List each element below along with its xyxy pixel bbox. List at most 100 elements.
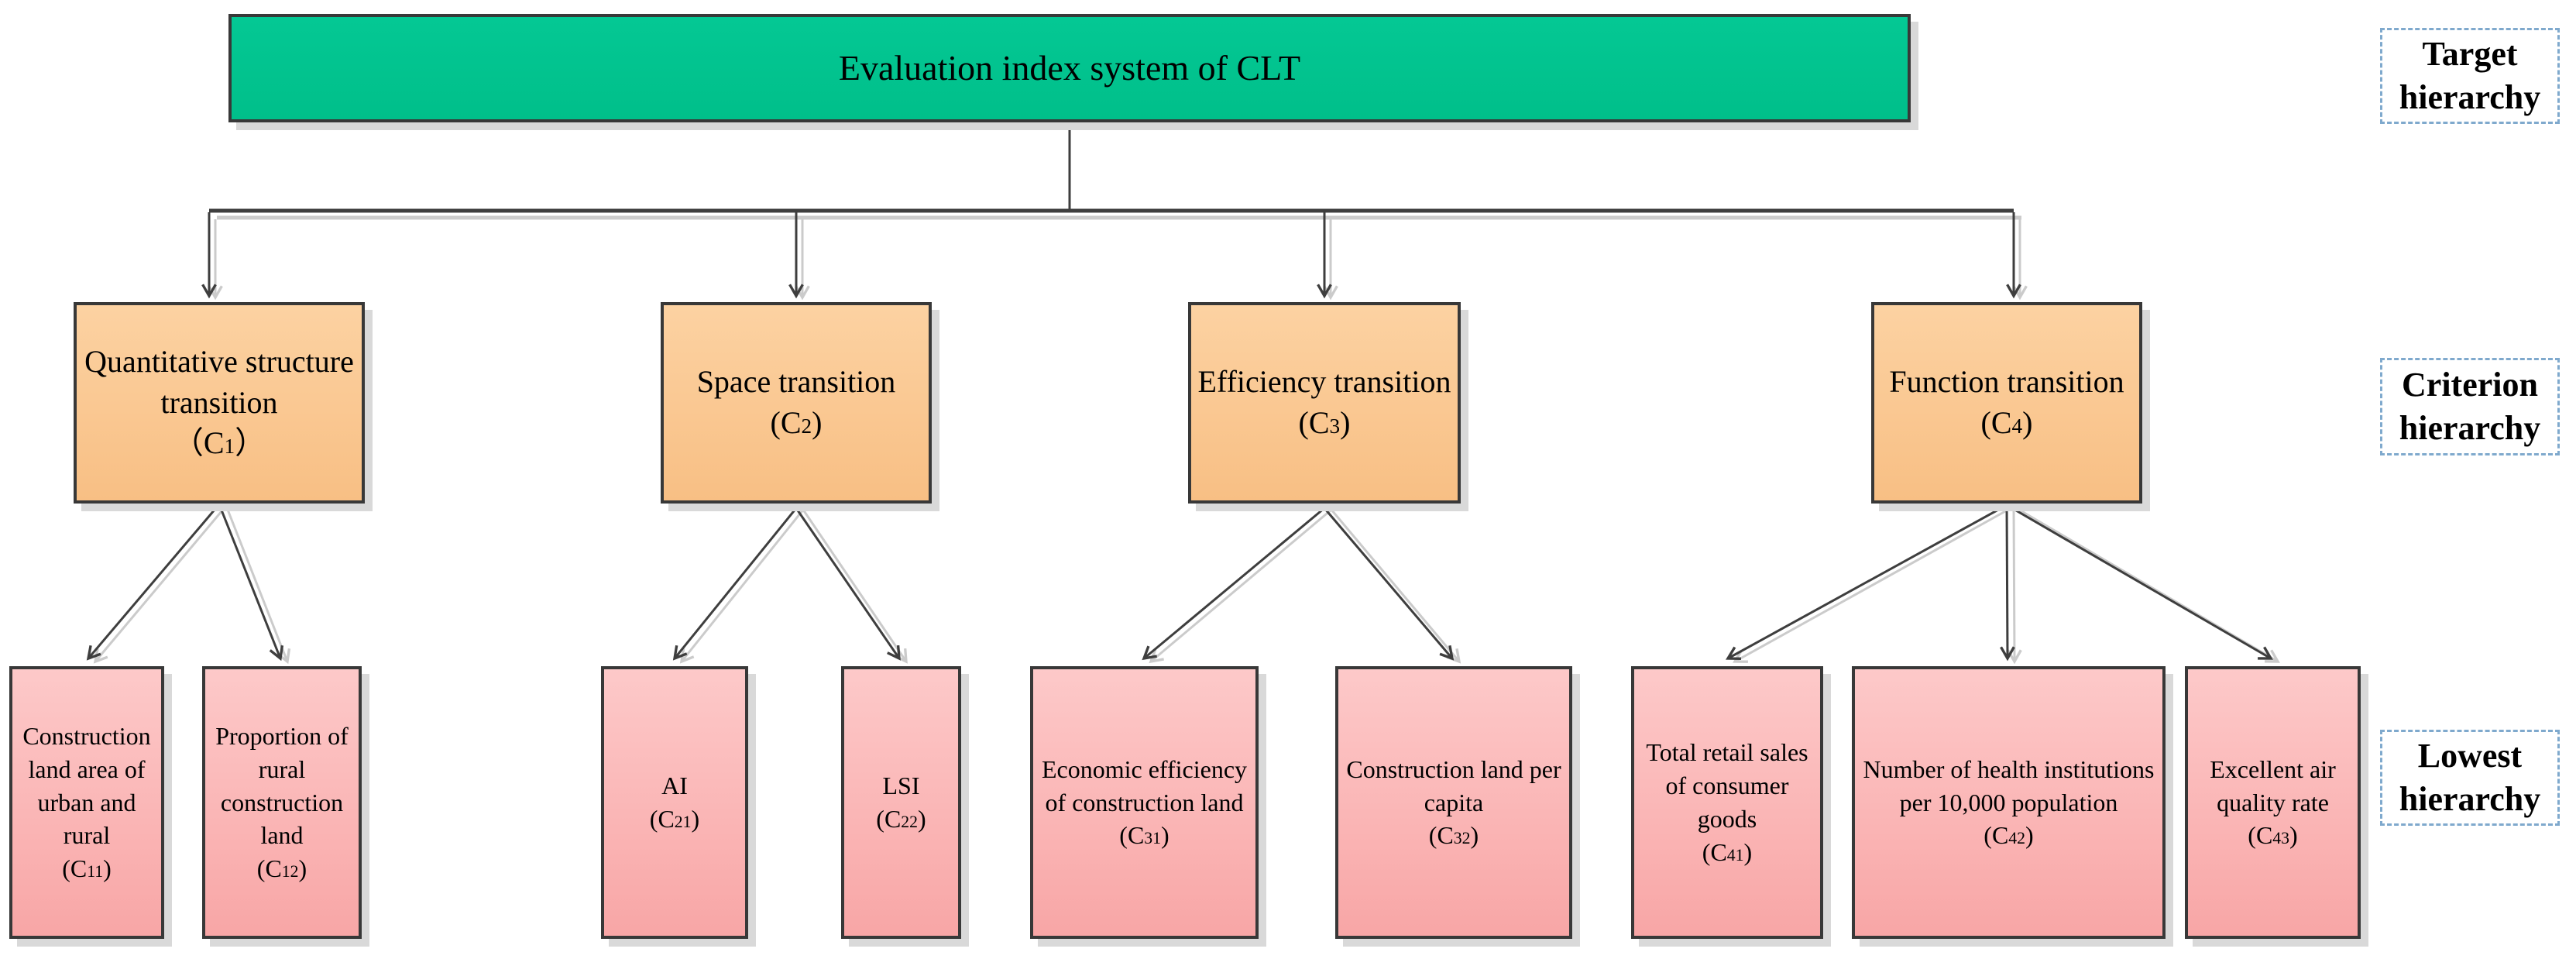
code-close: ) xyxy=(1470,821,1479,850)
code-close: ) xyxy=(691,805,700,833)
criterion-code: (C3) xyxy=(1196,403,1453,444)
code-close: ) xyxy=(2022,405,2033,440)
criterion-text: Space transition(C2) xyxy=(668,362,924,444)
criterion-text: Efficiency transition(C3) xyxy=(1196,362,1453,444)
code-open: ( xyxy=(1428,821,1437,850)
level1-connectors xyxy=(201,126,2021,299)
code-close: ） xyxy=(235,425,266,461)
indicator-box-c22: LSI (C22) xyxy=(841,666,961,939)
code-letter: C xyxy=(70,854,88,883)
indicator-label: AI xyxy=(661,772,688,800)
indicator-text: Proportion of rural construction land(C1… xyxy=(210,720,354,885)
code-sub: 22 xyxy=(901,813,919,831)
indicator-text: Construction land area of urban and rura… xyxy=(17,720,156,885)
indicator-label: Economic efficiency of construction land xyxy=(1041,754,1248,816)
code-letter: C xyxy=(658,805,675,833)
lowest-hierarchy-label: Lowest hierarchy xyxy=(2380,730,2560,826)
indicator-box-c41: Total retail sales of consumer goods(C41… xyxy=(1631,666,1823,939)
indicator-box-c32: Construction land per capita(C32) xyxy=(1335,666,1572,939)
code-sub: 43 xyxy=(2272,829,2290,848)
indicator-code: (C32) xyxy=(1343,819,1564,852)
code-sub: 2 xyxy=(801,414,812,438)
code-close: ) xyxy=(2289,821,2298,850)
indicator-code: (C22) xyxy=(849,803,953,836)
code-open: ( xyxy=(2248,821,2256,850)
indicator-label: Construction land per capita xyxy=(1346,754,1561,816)
indicator-label: Proportion of rural construction land xyxy=(215,721,349,850)
indicator-label: Number of health institutions per 10,000… xyxy=(1863,754,2155,816)
code-sub: 11 xyxy=(87,862,104,882)
code-letter: C xyxy=(1991,821,2009,850)
criterion-text: Quantitative structure transition（C1） xyxy=(81,342,357,464)
code-letter: C xyxy=(1127,821,1145,850)
indicator-code: (C21) xyxy=(609,803,740,836)
criterion-box-c4: Function transition(C4) xyxy=(1871,302,2142,504)
indicator-code: (C43) xyxy=(2193,819,2353,852)
indicator-box-c31: Economic efficiency of construction land… xyxy=(1030,666,1259,939)
criterion-box-c3: Efficiency transition(C3) xyxy=(1188,302,1461,504)
indicator-text: Number of health institutions per 10,000… xyxy=(1860,753,2158,853)
indicator-box-c11: Construction land area of urban and rura… xyxy=(9,666,164,939)
criterion-code: (C4) xyxy=(1879,403,2135,444)
code-close: ) xyxy=(103,854,112,883)
code-open: ( xyxy=(1298,405,1309,440)
code-open: ( xyxy=(649,805,658,833)
code-letter: C xyxy=(1437,821,1454,850)
indicator-text: LSI (C22) xyxy=(849,769,953,836)
code-sub: 42 xyxy=(2008,829,2026,848)
target-box: Evaluation index system of CLT xyxy=(228,14,1911,122)
indicator-box-c43: Excellent air quality rate(C43) xyxy=(2185,666,2361,939)
target-box-title: Evaluation index system of CLT xyxy=(838,48,1301,88)
indicator-text: AI (C21) xyxy=(609,769,740,836)
criterion-label: Quantitative structure transition xyxy=(84,343,354,420)
criterion-code: （C1） xyxy=(81,423,357,464)
indicator-code: (C11) xyxy=(17,852,156,885)
code-sub: 3 xyxy=(1329,414,1341,438)
criterion-label: Function transition xyxy=(1889,364,2124,400)
indicator-text: Construction land per capita(C32) xyxy=(1343,753,1564,853)
code-sub: 4 xyxy=(2011,414,2023,438)
code-open: ( xyxy=(1984,821,1992,850)
indicator-code: (C31) xyxy=(1038,819,1251,852)
code-open: ( xyxy=(256,854,266,883)
indicator-box-c21: AI (C21) xyxy=(601,666,748,939)
level2-connectors xyxy=(86,504,2273,662)
code-close: ) xyxy=(298,854,307,883)
criterion-text: Function transition(C4) xyxy=(1879,362,2135,444)
criterion-box-c1: Quantitative structure transition（C1） xyxy=(74,302,365,504)
code-sub: 41 xyxy=(1726,845,1744,864)
code-sub: 1 xyxy=(224,435,235,459)
code-close: ) xyxy=(812,405,823,440)
code-open: ( xyxy=(1702,837,1711,866)
code-open: ( xyxy=(770,405,781,440)
indicator-code: (C12) xyxy=(210,852,354,885)
criterion-hierarchy-label: Criterion hierarchy xyxy=(2380,358,2560,455)
code-letter: C xyxy=(2255,821,2273,850)
indicator-text: Excellent air quality rate(C43) xyxy=(2193,753,2353,853)
code-sub: 32 xyxy=(1453,829,1471,848)
code-open: （ xyxy=(172,425,204,461)
criterion-code: (C2) xyxy=(668,403,924,444)
code-close: ) xyxy=(918,805,926,833)
code-close: ) xyxy=(1340,405,1351,440)
code-letter: C xyxy=(884,805,902,833)
code-open: ( xyxy=(1119,821,1128,850)
code-close: ) xyxy=(1161,821,1170,850)
code-letter: C xyxy=(1990,405,2012,440)
code-sub: 31 xyxy=(1144,829,1162,848)
code-close: ) xyxy=(2025,821,2034,850)
code-letter: C xyxy=(1308,405,1330,440)
code-sub: 12 xyxy=(281,862,299,882)
indicator-label: LSI xyxy=(882,772,920,800)
indicator-text: Economic efficiency of construction land… xyxy=(1038,753,1251,853)
indicator-box-c12: Proportion of rural construction land(C1… xyxy=(202,666,362,939)
indicator-code: (C41) xyxy=(1639,836,1815,869)
indicator-label: Excellent air quality rate xyxy=(2210,754,2336,816)
criterion-label: Space transition xyxy=(696,364,896,400)
code-open: ( xyxy=(876,805,884,833)
criterion-box-c2: Space transition(C2) xyxy=(661,302,932,504)
indicator-text: Total retail sales of consumer goods(C41… xyxy=(1639,736,1815,869)
target-hierarchy-label: Target hierarchy xyxy=(2380,28,2560,124)
